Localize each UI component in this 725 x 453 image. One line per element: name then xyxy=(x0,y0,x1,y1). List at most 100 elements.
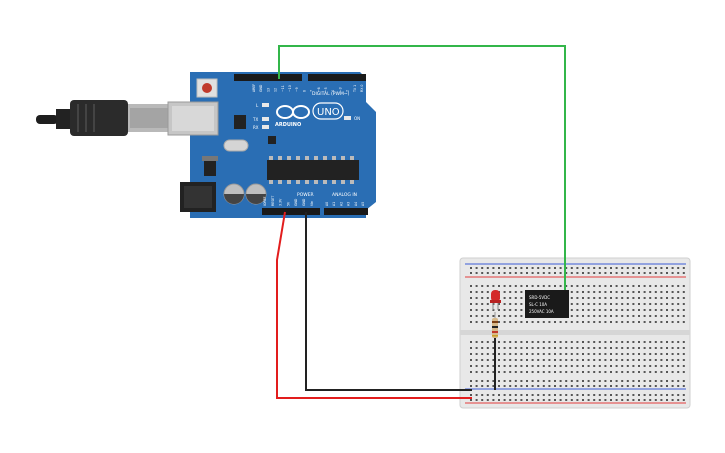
breadboard-hole[interactable] xyxy=(666,394,668,396)
breadboard-hole[interactable] xyxy=(559,341,562,343)
breadboard-hole[interactable] xyxy=(626,359,629,361)
breadboard-hole[interactable] xyxy=(565,272,568,274)
breadboard-hole[interactable] xyxy=(643,359,646,361)
breadboard-hole[interactable] xyxy=(565,341,568,343)
breadboard-hole[interactable] xyxy=(548,267,551,269)
breadboard-hole[interactable] xyxy=(548,371,551,373)
breadboard-hole[interactable] xyxy=(593,347,596,349)
breadboard-hole[interactable] xyxy=(621,285,624,287)
breadboard-hole[interactable] xyxy=(604,267,607,269)
breadboard-hole[interactable] xyxy=(615,385,618,387)
breadboard-hole[interactable] xyxy=(649,272,652,274)
breadboard-hole[interactable] xyxy=(626,399,629,401)
breadboard-hole[interactable] xyxy=(660,272,663,274)
breadboard-hole[interactable] xyxy=(582,353,584,355)
breadboard-hole[interactable] xyxy=(593,380,596,382)
breadboard-hole[interactable] xyxy=(582,394,584,396)
breadboard-hole[interactable] xyxy=(514,365,517,367)
breadboard-hole[interactable] xyxy=(554,341,556,343)
breadboard-hole[interactable] xyxy=(682,359,685,361)
breadboard-hole[interactable] xyxy=(475,399,478,401)
breadboard-hole[interactable] xyxy=(514,321,517,323)
breadboard-hole[interactable] xyxy=(554,385,556,387)
breadboard-hole[interactable] xyxy=(470,272,472,274)
breadboard-hole[interactable] xyxy=(604,359,607,361)
breadboard-hole[interactable] xyxy=(587,285,590,287)
breadboard-hole[interactable] xyxy=(542,321,545,323)
breadboard-hole[interactable] xyxy=(621,291,624,293)
breadboard-hole[interactable] xyxy=(526,371,528,373)
breadboard-hole[interactable] xyxy=(632,321,635,323)
breadboard-hole[interactable] xyxy=(682,321,685,323)
breadboard-hole[interactable] xyxy=(604,385,607,387)
breadboard-hole[interactable] xyxy=(638,285,640,287)
breadboard-hole[interactable] xyxy=(587,321,590,323)
breadboard-hole[interactable] xyxy=(548,359,551,361)
breadboard-hole[interactable] xyxy=(537,399,540,401)
breadboard-hole[interactable] xyxy=(671,353,674,355)
digital-header-2[interactable] xyxy=(308,74,366,81)
breadboard-hole[interactable] xyxy=(593,371,596,373)
breadboard-hole[interactable] xyxy=(542,353,545,355)
breadboard-hole[interactable] xyxy=(537,371,540,373)
breadboard-hole[interactable] xyxy=(582,347,584,349)
breadboard-hole[interactable] xyxy=(470,341,472,343)
breadboard-hole[interactable] xyxy=(526,365,528,367)
breadboard-hole[interactable] xyxy=(649,385,652,387)
breadboard-hole[interactable] xyxy=(509,341,512,343)
breadboard-hole[interactable] xyxy=(509,272,512,274)
breadboard-hole[interactable] xyxy=(587,365,590,367)
breadboard-hole[interactable] xyxy=(475,272,478,274)
breadboard-hole[interactable] xyxy=(503,380,506,382)
breadboard-hole[interactable] xyxy=(582,309,584,311)
breadboard-hole[interactable] xyxy=(615,303,618,305)
breadboard-hole[interactable] xyxy=(498,353,500,355)
breadboard-hole[interactable] xyxy=(598,315,601,317)
breadboard-hole[interactable] xyxy=(682,341,685,343)
breadboard-hole[interactable] xyxy=(576,315,579,317)
breadboard-hole[interactable] xyxy=(598,291,601,293)
breadboard-hole[interactable] xyxy=(475,365,478,367)
breadboard-hole[interactable] xyxy=(481,341,484,343)
breadboard-hole[interactable] xyxy=(542,399,545,401)
breadboard-hole[interactable] xyxy=(481,315,484,317)
breadboard-hole[interactable] xyxy=(481,303,484,305)
breadboard-hole[interactable] xyxy=(520,347,523,349)
breadboard-hole[interactable] xyxy=(559,365,562,367)
breadboard-hole[interactable] xyxy=(542,371,545,373)
breadboard-hole[interactable] xyxy=(565,347,568,349)
breadboard-hole[interactable] xyxy=(638,297,640,299)
breadboard-hole[interactable] xyxy=(554,399,556,401)
breadboard-hole[interactable] xyxy=(615,309,618,311)
breadboard-hole[interactable] xyxy=(492,315,495,317)
breadboard-hole[interactable] xyxy=(559,267,562,269)
breadboard-hole[interactable] xyxy=(576,359,579,361)
breadboard-hole[interactable] xyxy=(492,399,495,401)
breadboard-hole[interactable] xyxy=(666,267,668,269)
breadboard-hole[interactable] xyxy=(481,365,484,367)
breadboard-hole[interactable] xyxy=(649,267,652,269)
breadboard-hole[interactable] xyxy=(654,315,657,317)
breadboard-hole[interactable] xyxy=(660,365,663,367)
breadboard-hole[interactable] xyxy=(632,394,635,396)
breadboard-hole[interactable] xyxy=(537,365,540,367)
breadboard-hole[interactable] xyxy=(565,321,568,323)
breadboard-hole[interactable] xyxy=(509,385,512,387)
breadboard-hole[interactable] xyxy=(671,359,674,361)
breadboard-hole[interactable] xyxy=(481,321,484,323)
breadboard[interactable] xyxy=(459,257,691,409)
breadboard-hole[interactable] xyxy=(520,380,523,382)
breadboard-hole[interactable] xyxy=(654,267,657,269)
breadboard-hole[interactable] xyxy=(638,385,640,387)
breadboard-hole[interactable] xyxy=(520,309,523,311)
breadboard-hole[interactable] xyxy=(537,385,540,387)
breadboard-hole[interactable] xyxy=(666,272,668,274)
breadboard-hole[interactable] xyxy=(671,385,674,387)
breadboard-hole[interactable] xyxy=(654,399,657,401)
breadboard-hole[interactable] xyxy=(643,291,646,293)
breadboard-hole[interactable] xyxy=(548,399,551,401)
breadboard-hole[interactable] xyxy=(503,309,506,311)
breadboard-hole[interactable] xyxy=(576,321,579,323)
breadboard-hole[interactable] xyxy=(570,359,573,361)
breadboard-hole[interactable] xyxy=(621,315,624,317)
